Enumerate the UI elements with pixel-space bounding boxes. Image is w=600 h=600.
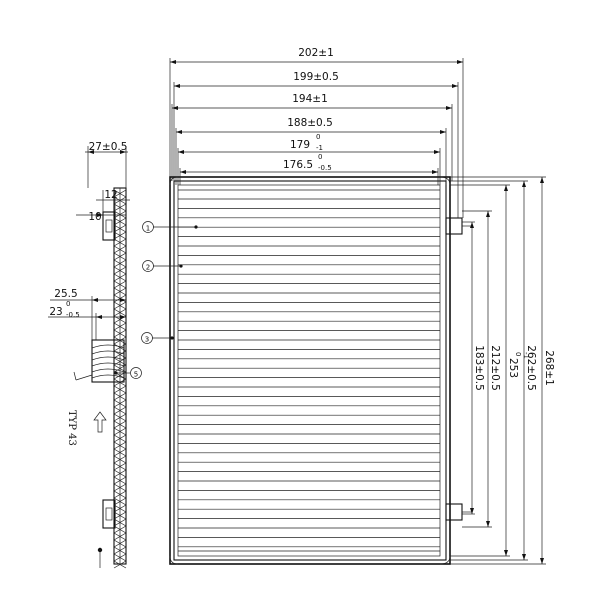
- hatch-mark: [113, 196, 127, 205]
- dim-height-253-tol-lower: -1: [522, 352, 530, 359]
- hatch-mark: [113, 217, 127, 226]
- dim-width-179: 179: [290, 139, 310, 151]
- hatch-mark: [113, 469, 127, 478]
- hatch-mark: [113, 441, 127, 450]
- mount-tab-bottom: [445, 503, 463, 521]
- dim-width-176: 176.5: [283, 159, 313, 171]
- hatch-mark: [113, 490, 127, 499]
- hatch-mark: [113, 483, 127, 492]
- hatch-mark: [113, 532, 127, 541]
- hatch-mark: [113, 392, 127, 401]
- hatch-mark: [113, 245, 127, 254]
- hatch-mark: [113, 287, 127, 296]
- top-dimensions: 202±1 199±0.5 194±1 188±0.5 179 0 -1 176…: [169, 47, 464, 218]
- fin-rows: [178, 198, 440, 548]
- side-bracket-top: [102, 211, 116, 241]
- dim-height-253-tol-upper: 0: [514, 352, 522, 356]
- hatch-mark: [113, 560, 127, 569]
- dim-width-179-tol-lower: -1: [316, 144, 323, 152]
- core-outline: [177, 184, 441, 557]
- hatch-mark: [113, 427, 127, 436]
- hatch-mark: [113, 301, 127, 310]
- side-note: TYP 43: [66, 410, 77, 446]
- hatch-mark: [113, 504, 127, 513]
- dim-height-262: 262±0.5: [525, 345, 537, 391]
- hatch-mark: [113, 497, 127, 506]
- hatch-mark: [113, 462, 127, 471]
- dim-width-202: 202±1: [298, 47, 334, 59]
- dim-width-176-tol-upper: 0: [318, 153, 322, 161]
- dim-width-188: 188±0.5: [287, 117, 333, 129]
- flow-arrow-icon: [93, 411, 107, 433]
- dim-side-23-tol-upper: 0: [66, 300, 70, 308]
- callouts: 1 2 3 5: [114, 221, 198, 379]
- hatch-mark: [113, 413, 127, 422]
- dim-thickness-27: 27±0.5: [89, 141, 128, 153]
- hatch-mark: [113, 455, 127, 464]
- hatch-mark: [113, 322, 127, 331]
- dim-height-268: 268±1: [543, 350, 555, 386]
- dim-width-176-tol-lower: -0.5: [318, 164, 332, 172]
- hatch-mark: [113, 539, 127, 548]
- spring-clip: [91, 339, 125, 383]
- hatch-mark: [113, 511, 127, 520]
- hatch-mark: [113, 210, 127, 219]
- hatch-mark: [113, 308, 127, 317]
- hatch-mark: [113, 476, 127, 485]
- hatch-mark: [113, 448, 127, 457]
- frame-inner: [173, 180, 447, 561]
- dim-side-10: 10: [88, 211, 101, 223]
- hatch-mark: [113, 259, 127, 268]
- mount-tab-top: [445, 217, 463, 235]
- callout-2: 2: [146, 264, 150, 272]
- hatch-mark: [113, 385, 127, 394]
- hatch-mark: [113, 525, 127, 534]
- hatch-mark: [113, 329, 127, 338]
- hatch-mark: [113, 518, 127, 527]
- hatch-mark: [113, 189, 127, 198]
- dim-side-12: 12: [104, 189, 117, 201]
- front-view: [169, 176, 472, 565]
- callout-1: 1: [146, 225, 150, 233]
- hatch-mark: [113, 399, 127, 408]
- hatch-mark: [113, 406, 127, 415]
- dim-height-212: 212±0.5: [489, 345, 501, 391]
- dim-side-25: 25.5: [54, 288, 77, 300]
- right-dimensions: 183±0.5 212±0.5 253 0 -1 262±0.5 268±1: [450, 176, 555, 565]
- hatch-mark: [113, 224, 127, 233]
- hatch-mark: [113, 546, 127, 555]
- side-bracket-bottom: [102, 499, 116, 529]
- hatch-mark: [113, 231, 127, 240]
- dim-width-199: 199±0.5: [293, 71, 339, 83]
- hatch-mark: [113, 203, 127, 212]
- frame-outer: [169, 176, 451, 565]
- hatch-mark: [113, 273, 127, 282]
- hatch-mark: [113, 266, 127, 275]
- callout-5: 5: [134, 371, 138, 379]
- dim-width-179-tol-upper: 0: [316, 133, 320, 141]
- side-view: TYP 43 27±0.5 12 10 25.5 23 0 -0.5: [48, 141, 130, 569]
- hatch-mark: [113, 420, 127, 429]
- hatch-mark: [113, 553, 127, 562]
- dim-height-253: 253: [507, 358, 519, 378]
- dim-side-23-tol-lower: -0.5: [66, 311, 80, 319]
- hatch-mark: [113, 252, 127, 261]
- hatch-mark: [113, 238, 127, 247]
- hatch-mark: [113, 434, 127, 443]
- dim-width-194: 194±1: [292, 93, 328, 105]
- dim-height-183: 183±0.5: [473, 345, 485, 391]
- hatch-mark: [113, 280, 127, 289]
- callout-3: 3: [145, 336, 149, 344]
- dim-side-23: 23: [49, 306, 62, 318]
